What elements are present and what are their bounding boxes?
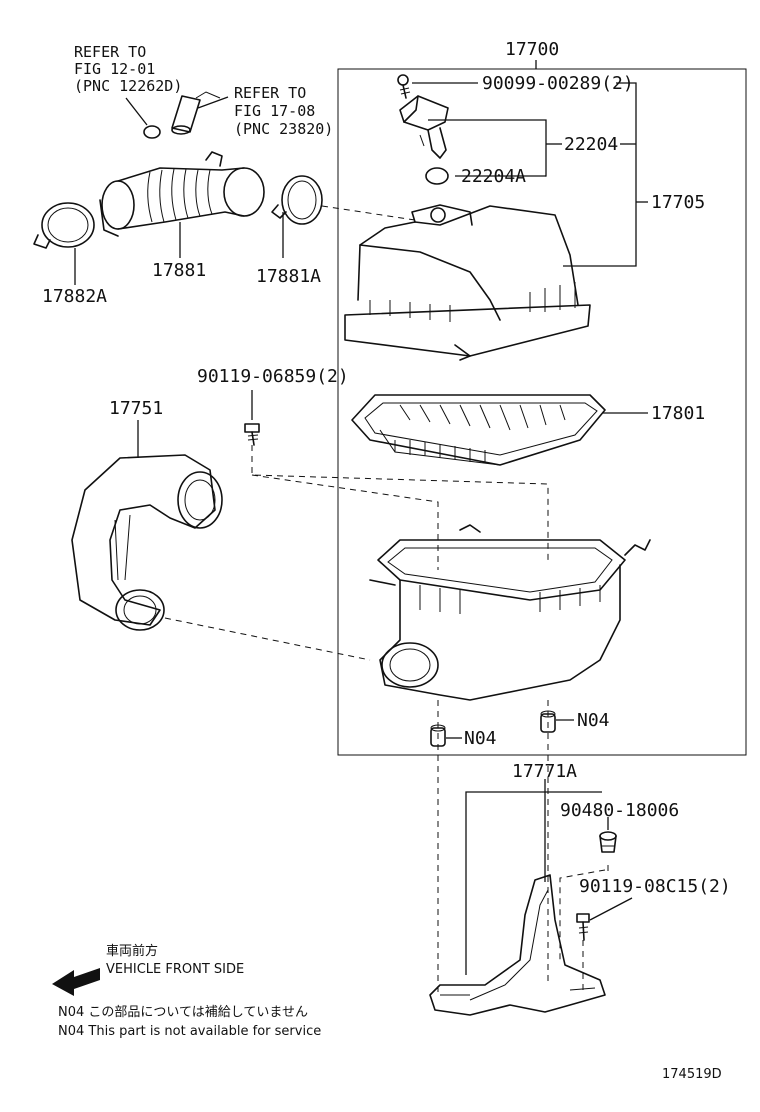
label-17751: 17751: [109, 398, 163, 419]
breather-pipe-icon: [171, 91, 221, 135]
label-90480-18006: 90480-18006: [560, 800, 679, 821]
airflow-meter-22204-icon: [399, 95, 449, 159]
grommet-icon: [143, 125, 161, 139]
bolt-90099-icon: [397, 74, 411, 99]
intake-hose-17881-icon: [99, 151, 265, 237]
label-17771A: 17771A: [512, 761, 577, 782]
grommet-90480-icon: [599, 831, 617, 853]
dashed-alignment-lines: [164, 205, 609, 995]
label-17881A: 17881A: [256, 266, 321, 287]
svg-text:FIG 12-01: FIG 12-01: [74, 60, 155, 78]
bolt-90119-08C15-icon: [576, 913, 590, 941]
label-17705: 17705: [651, 192, 705, 213]
svg-text:(PNC 12262D): (PNC 12262D): [74, 77, 182, 95]
label-17801: 17801: [651, 403, 705, 424]
oring-22204A-icon: [425, 167, 449, 185]
figure-id: 174519D: [662, 1067, 722, 1082]
assembly-17700-frame: [337, 68, 747, 756]
refer-note-fig17: REFER TO FIG 17-08 (PNC 23820): [234, 84, 333, 138]
clamp-17881A-icon: [271, 175, 323, 225]
label-22204: 22204: [564, 134, 618, 155]
label-17881: 17881: [152, 260, 206, 281]
svg-text:(PNC 23820): (PNC 23820): [234, 120, 333, 138]
bracket-17771A-icon: [429, 874, 606, 1016]
svg-text:REFER TO: REFER TO: [74, 43, 146, 61]
air-filter-element-17801-icon: [351, 394, 606, 466]
label-17700: 17700: [505, 39, 559, 60]
note-n04-en: N04 This part is not available for servi…: [58, 1024, 321, 1039]
clamp-17882A-icon: [33, 202, 95, 249]
label-n04-left: N04: [464, 728, 497, 749]
label-90099-00289: 90099-00289(2): [482, 73, 634, 94]
grommet-n04-left-icon: [430, 724, 446, 747]
air-duct-17751-icon: [71, 454, 223, 631]
label-90119-06859: 90119-06859(2): [197, 366, 349, 387]
label-90119-08C15: 90119-08C15(2): [579, 876, 731, 897]
air-cleaner-cap-17705-icon: [344, 204, 591, 361]
grommet-n04-right-icon: [540, 710, 556, 733]
bolt-90119-06859-icon: [244, 423, 260, 446]
label-17882A: 17882A: [42, 286, 107, 307]
vehicle-front-arrow-icon: [52, 968, 100, 996]
air-cleaner-case-icon: [369, 524, 651, 701]
vehicle-front-label: VEHICLE FRONT SIDE: [106, 962, 244, 977]
leader-lines: [74, 60, 648, 975]
svg-text:FIG 17-08: FIG 17-08: [234, 102, 315, 120]
refer-note-fig12: REFER TO FIG 12-01 (PNC 12262D): [74, 43, 182, 95]
label-22204A: 22204A: [461, 166, 526, 187]
label-n04-right: N04: [577, 710, 610, 731]
vehicle-front-label-jp: 車両前方: [106, 943, 158, 959]
svg-text:REFER TO: REFER TO: [234, 84, 306, 102]
note-n04-jp: N04 この部品については補給していません: [58, 1005, 308, 1020]
